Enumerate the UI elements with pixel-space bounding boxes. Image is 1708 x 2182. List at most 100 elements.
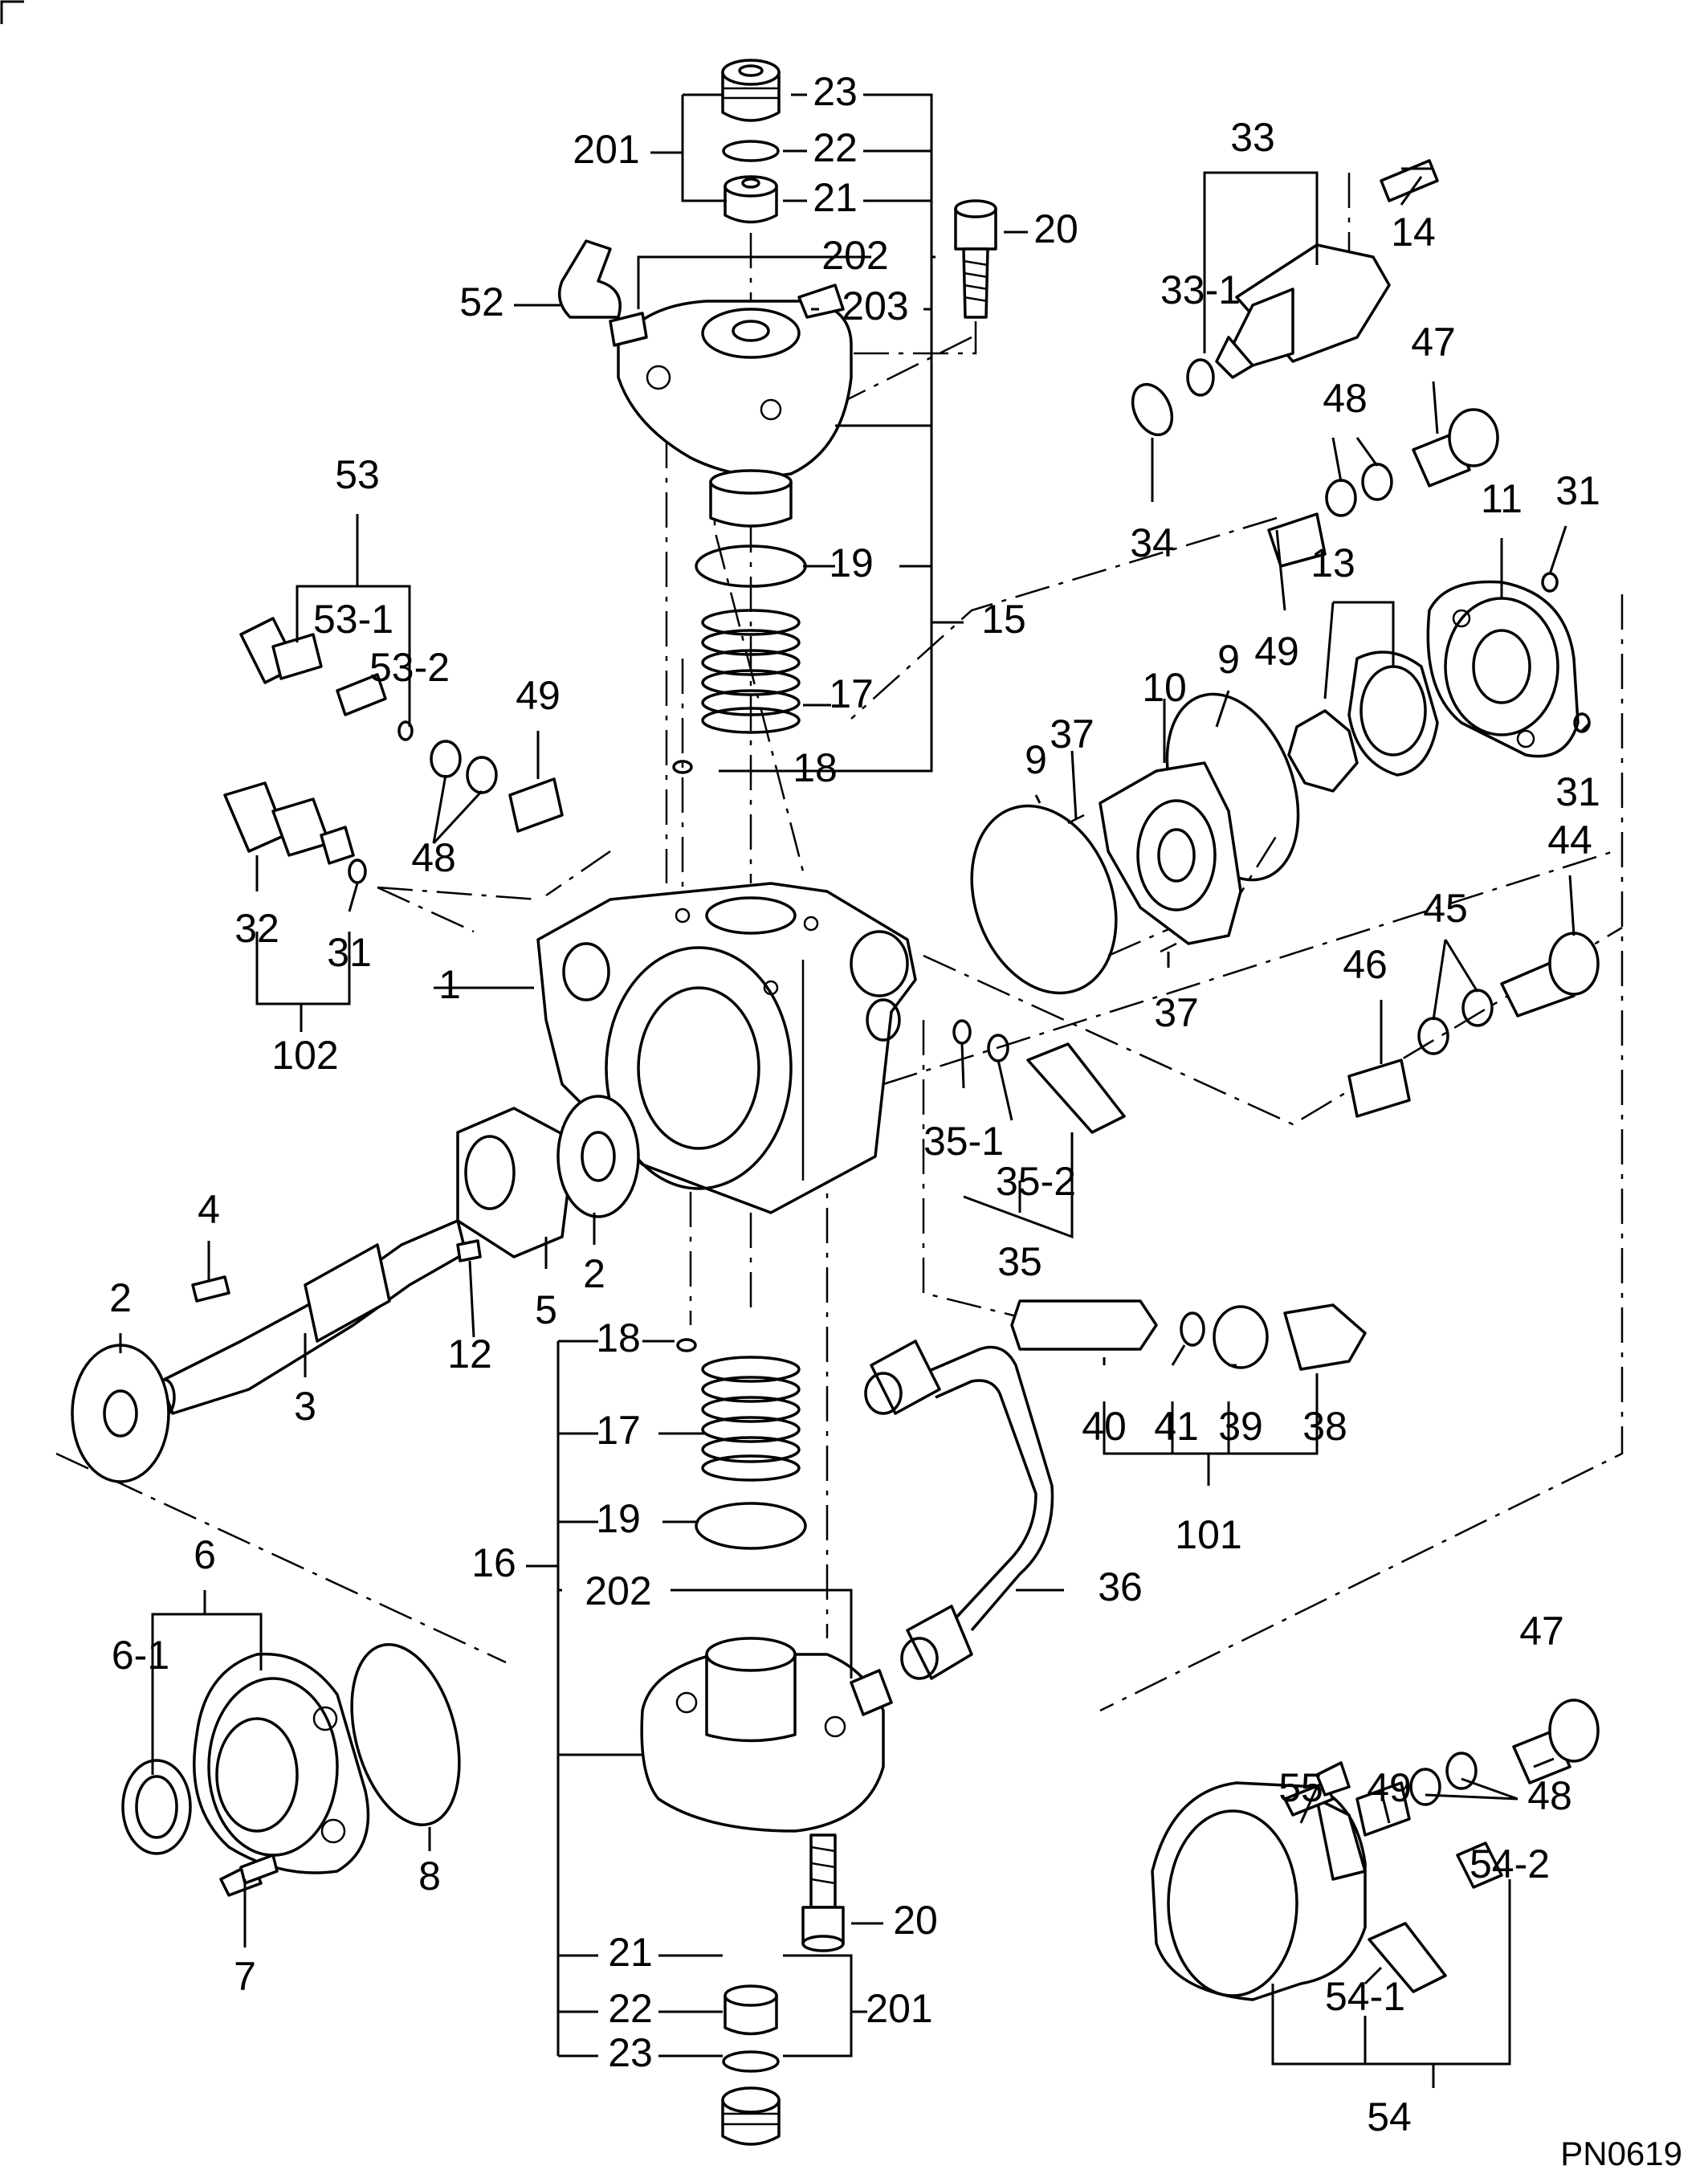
washer-48-f: [1445, 1752, 1478, 1790]
callout-55: 55: [1278, 1765, 1323, 1810]
callout-17-bottom: 17: [596, 1408, 641, 1453]
pin-37-b: [1160, 942, 1177, 953]
callout-36: 36: [1098, 1564, 1143, 1609]
callout-18-top: 18: [793, 745, 838, 790]
callout-31-a: 31: [327, 930, 372, 975]
callout-48-top: 48: [1323, 376, 1368, 421]
callout-33-1: 33-1: [1160, 267, 1241, 312]
callout-39: 39: [1218, 1404, 1263, 1449]
callout-48-left: 48: [411, 835, 456, 880]
sensor-32: [223, 781, 355, 865]
o-ring-41: [1180, 1311, 1205, 1347]
o-ring-bottom: [722, 2050, 780, 2073]
callout-11: 11: [1481, 476, 1523, 521]
callout-12: 12: [447, 1332, 492, 1376]
callout-37-a: 37: [1050, 712, 1095, 757]
o-ring-19-bottom: [695, 1502, 807, 1550]
callout-17-top: 17: [829, 671, 874, 716]
o-ring-34: [1131, 382, 1174, 437]
callout-101: 101: [1175, 1512, 1241, 1557]
callout-1: 1: [438, 962, 461, 1007]
callout-35-2: 35-2: [996, 1159, 1076, 1204]
callout-19-bottom: 19: [596, 1496, 641, 1541]
callout-53-2: 53-2: [369, 645, 450, 690]
callout-21-top: 21: [813, 175, 858, 220]
callout-35: 35: [997, 1239, 1042, 1284]
callout-41: 41: [1154, 1404, 1199, 1449]
callout-44: 44: [1547, 818, 1592, 863]
callout-3: 3: [294, 1384, 316, 1429]
oil-seal-6-1: [121, 1759, 192, 1855]
washer-48-e: [1409, 1768, 1441, 1806]
callout-23-top: 23: [813, 69, 858, 114]
washer-48-c: [430, 740, 462, 778]
gasket-39: [1213, 1305, 1269, 1369]
corner-mark: [0, 0, 24, 24]
callout-53-1: 53-1: [313, 597, 393, 642]
bottom-housing: [640, 1637, 893, 1833]
callout-22-top: 22: [813, 125, 858, 170]
callout-37-b: 37: [1154, 990, 1199, 1035]
callout-49-left: 49: [516, 673, 561, 718]
plug-38: [1283, 1303, 1367, 1371]
callout-40: 40: [1082, 1404, 1127, 1449]
callout-34: 34: [1130, 520, 1175, 565]
leader-lines: [119, 93, 1592, 2088]
callout-201-bottom: 201: [866, 1986, 932, 2031]
cap-top: [724, 175, 778, 224]
callout-19-top: 19: [829, 540, 874, 585]
callout-102: 102: [271, 1033, 338, 1078]
washer-45-a: [1461, 989, 1494, 1027]
relief-valve-54-1: [1368, 1922, 1447, 1993]
callout-54-2: 54-2: [1470, 1841, 1550, 1886]
parts-drawing: [71, 59, 1600, 2146]
washer-2-right: [556, 1095, 640, 1218]
callout-20-bottom: 20: [893, 1898, 938, 1943]
check-valve-35: [1026, 1042, 1126, 1134]
plug-top: [721, 59, 781, 122]
banjo-bolt-bottom: [1512, 1699, 1600, 1784]
top-housing: [609, 283, 853, 528]
bushing-49-left: [508, 777, 564, 833]
plug-54-2: [1456, 1841, 1503, 1889]
alignment-lines: [55, 173, 1624, 1712]
callout-45: 45: [1423, 886, 1468, 931]
callout-6: 6: [194, 1532, 216, 1577]
callout-16: 16: [471, 1540, 516, 1585]
banjo-bolt-top: [1412, 408, 1499, 487]
filter-40: [1010, 1299, 1158, 1351]
screw-55: [1283, 1761, 1351, 1817]
callout-47-top: 47: [1411, 320, 1456, 365]
washer-48-a: [1325, 479, 1357, 517]
callout-49-bottom: 49: [1367, 1765, 1412, 1810]
callout-10: 10: [1142, 665, 1187, 710]
diagram-code: PN0619: [1560, 2135, 1682, 2172]
key-4: [191, 1275, 230, 1303]
rear-housing-54: [1151, 1781, 1367, 2001]
callout-32: 32: [234, 906, 279, 951]
key-12: [456, 1239, 482, 1262]
callout-31-b: 31: [1555, 468, 1600, 513]
front-cover: [193, 1652, 370, 1874]
callout-9-a: 9: [1217, 637, 1240, 682]
callout-202-bottom: 202: [585, 1568, 651, 1613]
washer-45-b: [1417, 1017, 1449, 1055]
callout-13: 13: [1311, 540, 1355, 585]
callout-6-1: 6-1: [112, 1633, 169, 1678]
callout-31-c: 31: [1555, 769, 1600, 814]
o-ring-31-b: [1541, 572, 1559, 593]
bolt-top: [954, 199, 997, 319]
o-ring-top: [722, 140, 780, 162]
callout-2-left: 2: [109, 1275, 132, 1320]
callout-52: 52: [459, 279, 504, 324]
callout-53: 53: [335, 452, 380, 497]
callout-8: 8: [418, 1854, 441, 1899]
callout-18-bottom: 18: [596, 1315, 641, 1360]
callout-35-1: 35-1: [923, 1119, 1004, 1164]
callout-7: 7: [234, 1954, 256, 1999]
callout-21-bottom: 21: [608, 1930, 653, 1975]
callout-38: 38: [1302, 1404, 1347, 1449]
fitting-53: [239, 617, 414, 741]
washer-48-b: [1361, 463, 1393, 501]
